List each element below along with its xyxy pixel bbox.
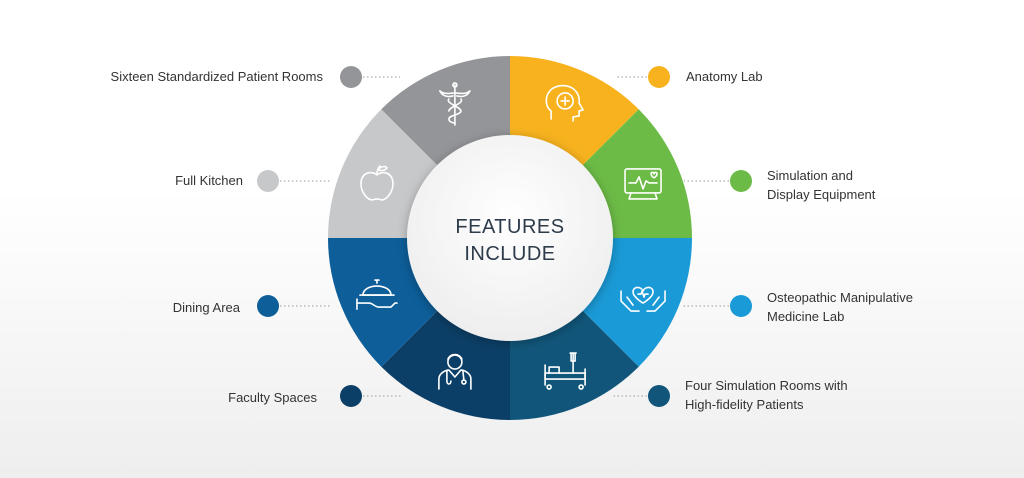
apple-icon bbox=[360, 165, 394, 201]
brain-medical-icon bbox=[545, 84, 584, 122]
feature-label-line2: Medicine Lab bbox=[767, 309, 845, 324]
feature-dot bbox=[257, 295, 279, 317]
serving-platter-icon bbox=[356, 279, 398, 310]
segment-serving-platter bbox=[328, 238, 440, 367]
feature-label: Faculty Spaces bbox=[228, 390, 317, 405]
hands-heart-icon bbox=[620, 286, 666, 312]
segment-heart-monitor bbox=[580, 109, 692, 238]
feature-label: Dining Area bbox=[172, 300, 240, 315]
center-title-line1: FEATURES bbox=[455, 216, 564, 238]
feature-dot bbox=[730, 295, 752, 317]
segment-caduceus bbox=[381, 56, 510, 168]
feature-dot bbox=[257, 170, 279, 192]
feature-dot bbox=[648, 385, 670, 407]
segment-apple bbox=[328, 109, 440, 238]
feature-label: Full Kitchen bbox=[175, 173, 243, 188]
center-circle bbox=[407, 135, 613, 341]
feature-dot bbox=[340, 66, 362, 88]
feature-label-line1: Osteopathic Manipulative bbox=[767, 290, 913, 305]
segment-brain-medical bbox=[510, 56, 639, 168]
feature-label: Anatomy Lab bbox=[686, 69, 763, 84]
feature-label-line1: Simulation and bbox=[767, 168, 853, 183]
feature-dot bbox=[730, 170, 752, 192]
segment-hospital-bed bbox=[510, 308, 639, 420]
feature-label: Sixteen Standardized Patient Rooms bbox=[110, 69, 323, 84]
caduceus-icon bbox=[439, 82, 471, 126]
feature-label-line1: Four Simulation Rooms with bbox=[685, 378, 848, 393]
feature-dot bbox=[648, 66, 670, 88]
feature-label-line2: Display Equipment bbox=[767, 187, 876, 202]
segment-hands-heart bbox=[580, 238, 692, 367]
center-title-line2: INCLUDE bbox=[464, 243, 555, 265]
heart-monitor-icon bbox=[624, 168, 662, 200]
feature-dot bbox=[340, 385, 362, 407]
hospital-bed-icon bbox=[544, 352, 586, 390]
segment-doctor bbox=[381, 308, 510, 420]
feature-label-line2: High-fidelity Patients bbox=[685, 397, 804, 412]
doctor-icon bbox=[438, 353, 472, 390]
